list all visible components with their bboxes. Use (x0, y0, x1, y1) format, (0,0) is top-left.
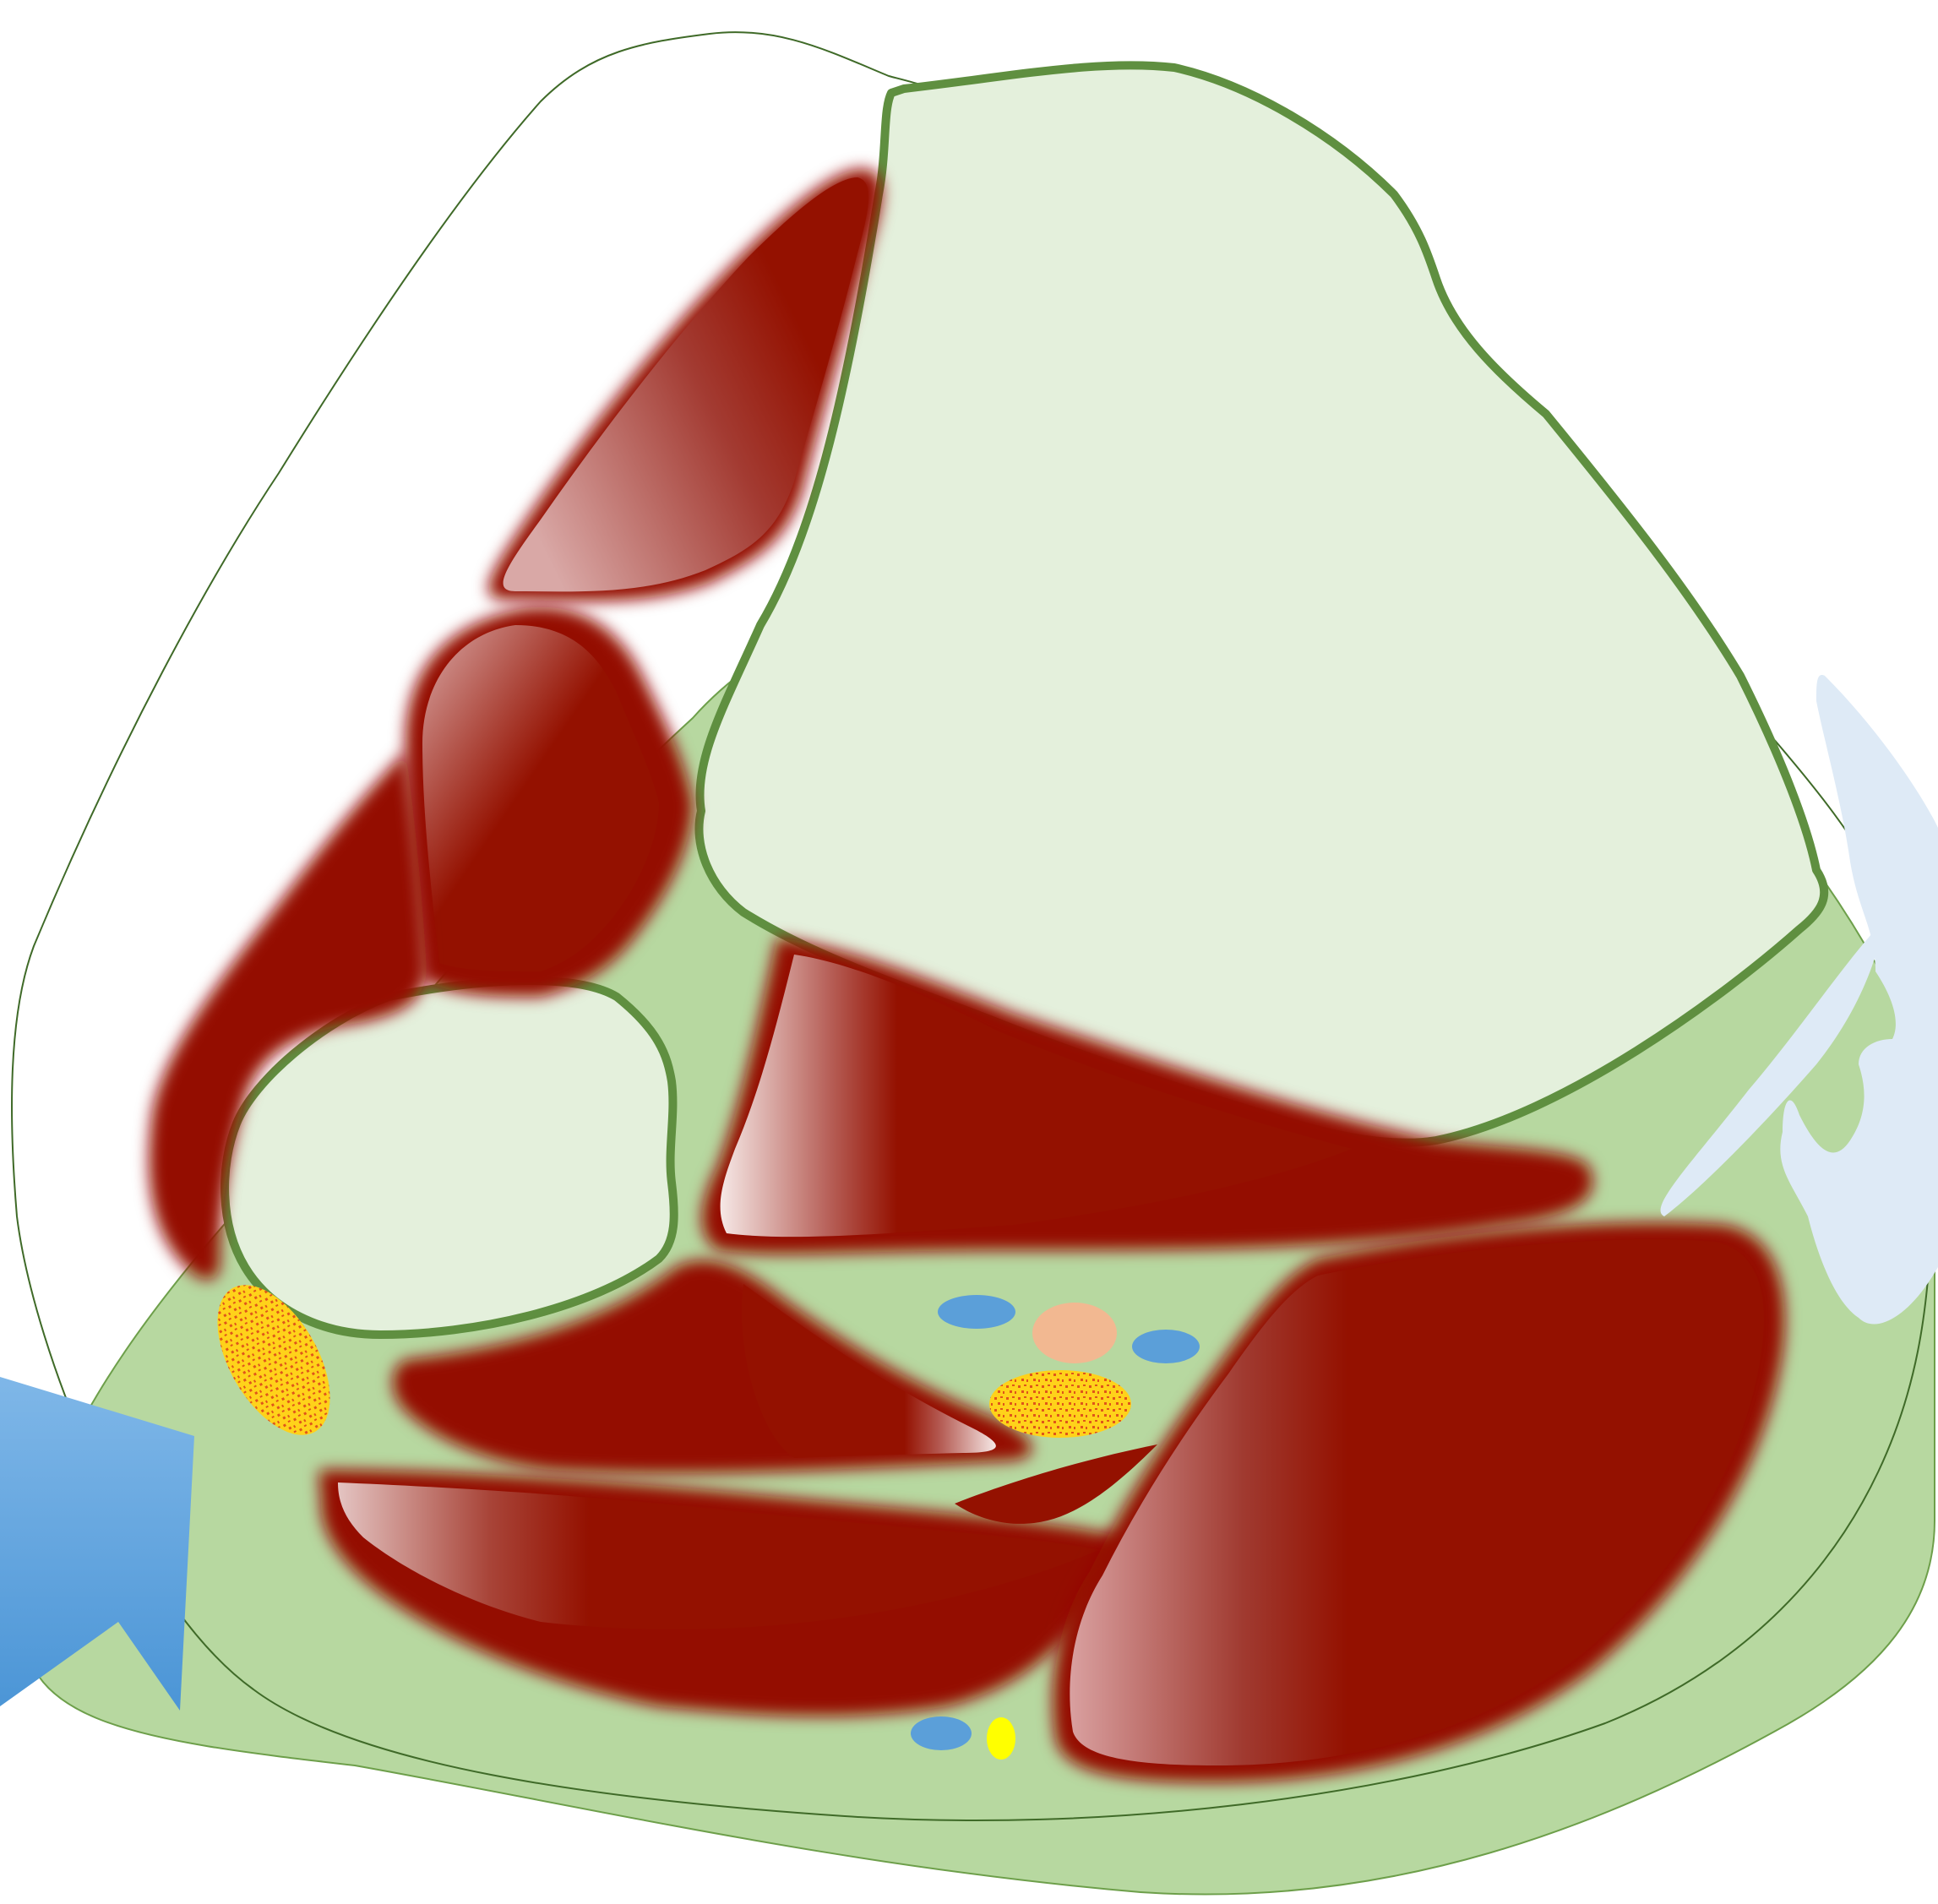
vein-right (1132, 1330, 1200, 1363)
artery-central (1032, 1303, 1117, 1363)
small-nerve-superficial (987, 1717, 1015, 1760)
vein-superficial (911, 1716, 972, 1750)
vein-left (938, 1295, 1015, 1329)
nerve-central (989, 1370, 1131, 1438)
